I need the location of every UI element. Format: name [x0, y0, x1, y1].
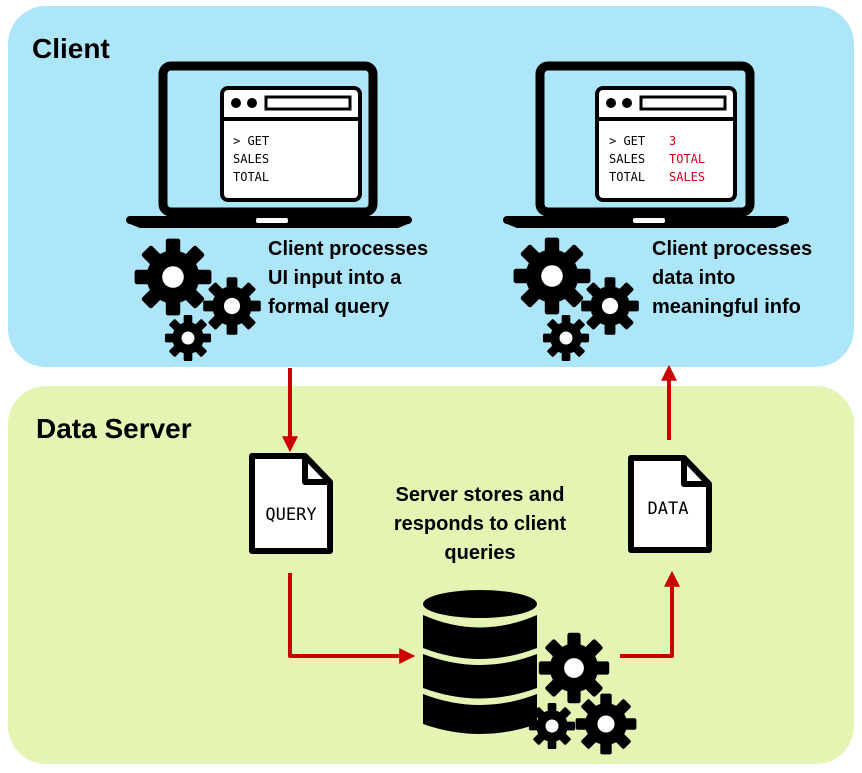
- data-doc-label: DATA: [648, 499, 689, 519]
- gears-icon: [513, 237, 639, 362]
- screen-value-text: 3: [669, 134, 676, 148]
- gears-icon: [134, 238, 261, 362]
- gears-icon: [528, 632, 637, 755]
- caption-line: Client processes: [652, 238, 813, 260]
- screen-key-text: SALES: [609, 152, 645, 166]
- database-icon: [423, 590, 537, 734]
- screen-value-text: SALES: [669, 170, 705, 184]
- screen-key-text: > GET: [609, 134, 645, 148]
- caption-line: meaningful info: [652, 296, 801, 318]
- screen-value-text: TOTAL: [669, 152, 705, 166]
- screen-prompt-text: > GET: [233, 134, 269, 148]
- laptop-icon: [126, 61, 412, 228]
- client-info-caption: Client processes data into meaningful in…: [652, 235, 812, 322]
- server-caption: Server stores and responds to client que…: [390, 481, 570, 568]
- arrow-query-to-database: [288, 573, 416, 664]
- document-icon: [249, 453, 333, 554]
- flow-arrows: [282, 364, 680, 664]
- screen-line-text: SALES: [233, 152, 269, 166]
- client-query-caption: Client processes UI input into a formal …: [268, 235, 428, 322]
- laptop-icon: [503, 61, 789, 228]
- caption-line: Client processes: [268, 238, 429, 260]
- screen-key-text: TOTAL: [609, 170, 645, 184]
- data-server-title: Data Server: [36, 413, 192, 444]
- caption-line: queries: [444, 542, 516, 564]
- arrow-gears-to-data: [620, 570, 680, 658]
- caption-line: formal query: [268, 296, 390, 318]
- query-doc-label: QUERY: [265, 505, 316, 525]
- screen-line-text: TOTAL: [233, 170, 269, 184]
- caption-line: Server stores and: [395, 484, 565, 506]
- caption-line: UI input into a: [268, 267, 402, 289]
- caption-line: data into: [652, 267, 736, 289]
- client-title: Client: [32, 33, 110, 64]
- caption-line: responds to client: [393, 513, 567, 535]
- document-icon: [628, 455, 712, 553]
